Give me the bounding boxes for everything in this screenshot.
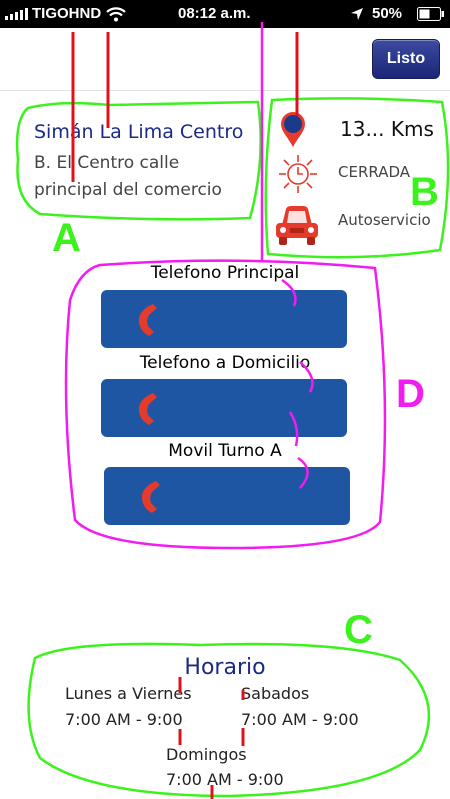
done-button[interactable]: Listo — [372, 39, 440, 79]
signal-icon — [5, 8, 28, 20]
map-pin-icon — [281, 112, 305, 147]
phone-icon — [138, 393, 157, 425]
phone-label: Telefono a Domicilio — [139, 353, 311, 373]
weekday-label: Lunes a Viernes — [65, 684, 192, 703]
store-address: B. El Centro calle principal del comerci… — [34, 153, 222, 200]
battery-icon — [417, 7, 444, 21]
annotation-label-b: B — [410, 170, 439, 214]
delivery-phone-button[interactable] — [101, 379, 347, 437]
distance-label: 13... Kms — [340, 117, 434, 141]
sun-icon — [279, 155, 317, 193]
annotation-label-d: D — [396, 372, 425, 416]
saturday-hours: 7:00 AM - 9:00 — [241, 710, 359, 729]
carrier-name: TIGOHND — [32, 5, 102, 22]
phone-icon — [141, 481, 160, 513]
location-arrow-icon — [351, 8, 363, 20]
phone-icon — [138, 304, 157, 336]
phone-label: Telefono Principal — [150, 263, 300, 283]
main-phone-button[interactable] — [101, 290, 347, 348]
hours-title: Horario — [184, 655, 266, 680]
sunday-label: Domingos — [166, 745, 247, 764]
phone-label: Movil Turno A — [168, 441, 282, 461]
status-time: 08:12 a.m. — [178, 5, 251, 22]
annotation-label-c: C — [344, 608, 373, 652]
navigation-bar: Listo — [0, 28, 450, 91]
car-icon — [276, 206, 318, 245]
wifi-icon — [106, 7, 126, 22]
store-name: Simán La Lima Centro — [34, 121, 244, 143]
battery-percent: 50% — [372, 5, 403, 22]
status-bar: TIGOHND 08:12 a.m. 50% — [0, 0, 450, 28]
store-status: CERRADA — [338, 163, 410, 181]
annotation-label-a: A — [52, 216, 81, 260]
mobile-shift-button[interactable] — [104, 467, 350, 525]
saturday-label: Sabados — [241, 684, 310, 703]
weekday-hours: 7:00 AM - 9:00 — [65, 710, 183, 729]
sunday-hours: 7:00 AM - 9:00 — [166, 770, 284, 789]
